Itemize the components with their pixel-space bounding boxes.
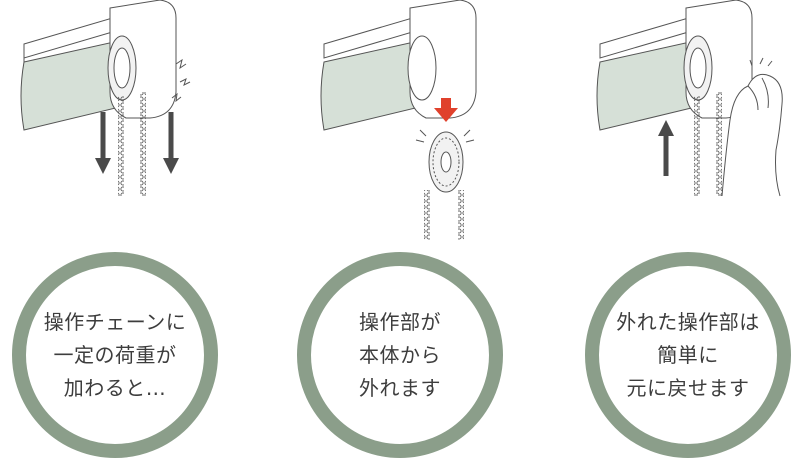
step-1-circle: 操作チェーンに 一定の荷重が 加わると… <box>12 252 218 458</box>
bead-chain-icon <box>694 92 722 196</box>
step-1-line-1: 操作チェーンに <box>43 309 187 334</box>
panel-2-illustration <box>320 0 477 240</box>
operating-unit-icon <box>428 131 464 193</box>
panel-1-illustration <box>20 0 191 196</box>
step-2-line-1: 操作部が <box>359 309 441 334</box>
step-2-line-2: 本体から <box>359 342 441 367</box>
bead-chain-icon <box>118 92 146 196</box>
panel-3-illustration <box>596 0 783 197</box>
step-1-line-2: 一定の荷重が <box>53 342 177 367</box>
step-3-circle: 外れた操作部は 簡単に 元に戻せます <box>585 252 791 458</box>
hand-icon <box>721 57 783 197</box>
step-3-line-1: 外れた操作部は <box>616 309 760 334</box>
step-3-line-3: 元に戻せます <box>626 375 750 400</box>
roller-blind-icon <box>20 0 177 131</box>
up-arrow-icon <box>658 120 674 176</box>
bead-chain-icon <box>424 190 464 240</box>
step-3-line-2: 簡単に <box>657 342 719 367</box>
step-2-line-3: 外れます <box>359 375 441 400</box>
step-1-text: 操作チェーンに 一定の荷重が 加わると… <box>44 306 187 405</box>
roller-blind-icon <box>596 0 753 131</box>
step-3-text: 外れた操作部は 簡単に 元に戻せます <box>616 306 760 405</box>
step-2-text: 操作部が 本体から 外れます <box>359 306 441 405</box>
down-arrow-icon <box>95 112 111 174</box>
step-2-circle: 操作部が 本体から 外れます <box>297 252 503 458</box>
step-1-line-3: 加わると… <box>63 375 167 400</box>
roller-blind-icon <box>320 0 477 131</box>
down-arrow-icon <box>163 112 179 174</box>
down-arrow-icon <box>434 98 458 122</box>
